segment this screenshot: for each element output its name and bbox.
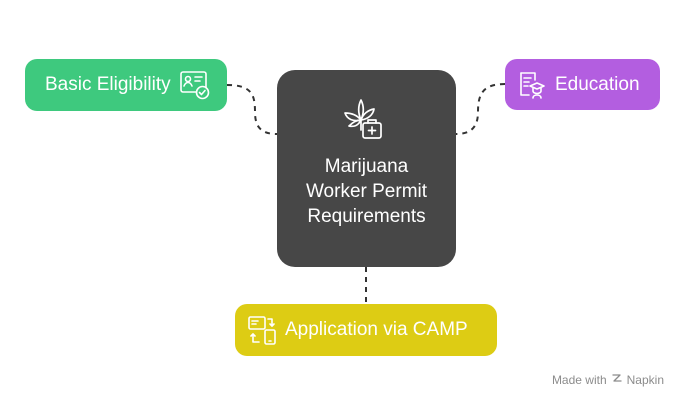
made-with-label: Made with	[551, 372, 607, 387]
application-label: Application via CAMP	[285, 319, 468, 340]
certificate-graduate-icon	[517, 70, 547, 100]
education-node[interactable]: Education	[505, 59, 660, 110]
center-title: Marijuana Worker Permit Requirements	[305, 156, 428, 227]
education-label: Education	[555, 73, 640, 95]
connector-basic-to-center	[226, 84, 278, 135]
napkin-brand-label: Napkin	[626, 372, 664, 387]
application-node[interactable]: Application via CAMP	[235, 304, 497, 356]
made-with-napkin-footer: Made with Napkin	[552, 372, 664, 387]
center-node[interactable]: Marijuana Worker Permit Requirements	[277, 70, 456, 267]
basic-eligibility-label: Basic Eligibility	[45, 74, 171, 95]
basic-eligibility-node[interactable]: Basic Eligibility	[25, 59, 227, 111]
connector-education-to-center	[455, 83, 506, 135]
cannabis-leaf-medical-kit-icon	[341, 96, 393, 144]
napkin-logo-icon	[611, 372, 623, 387]
device-transfer-icon	[247, 314, 277, 346]
id-card-check-icon	[179, 69, 211, 101]
